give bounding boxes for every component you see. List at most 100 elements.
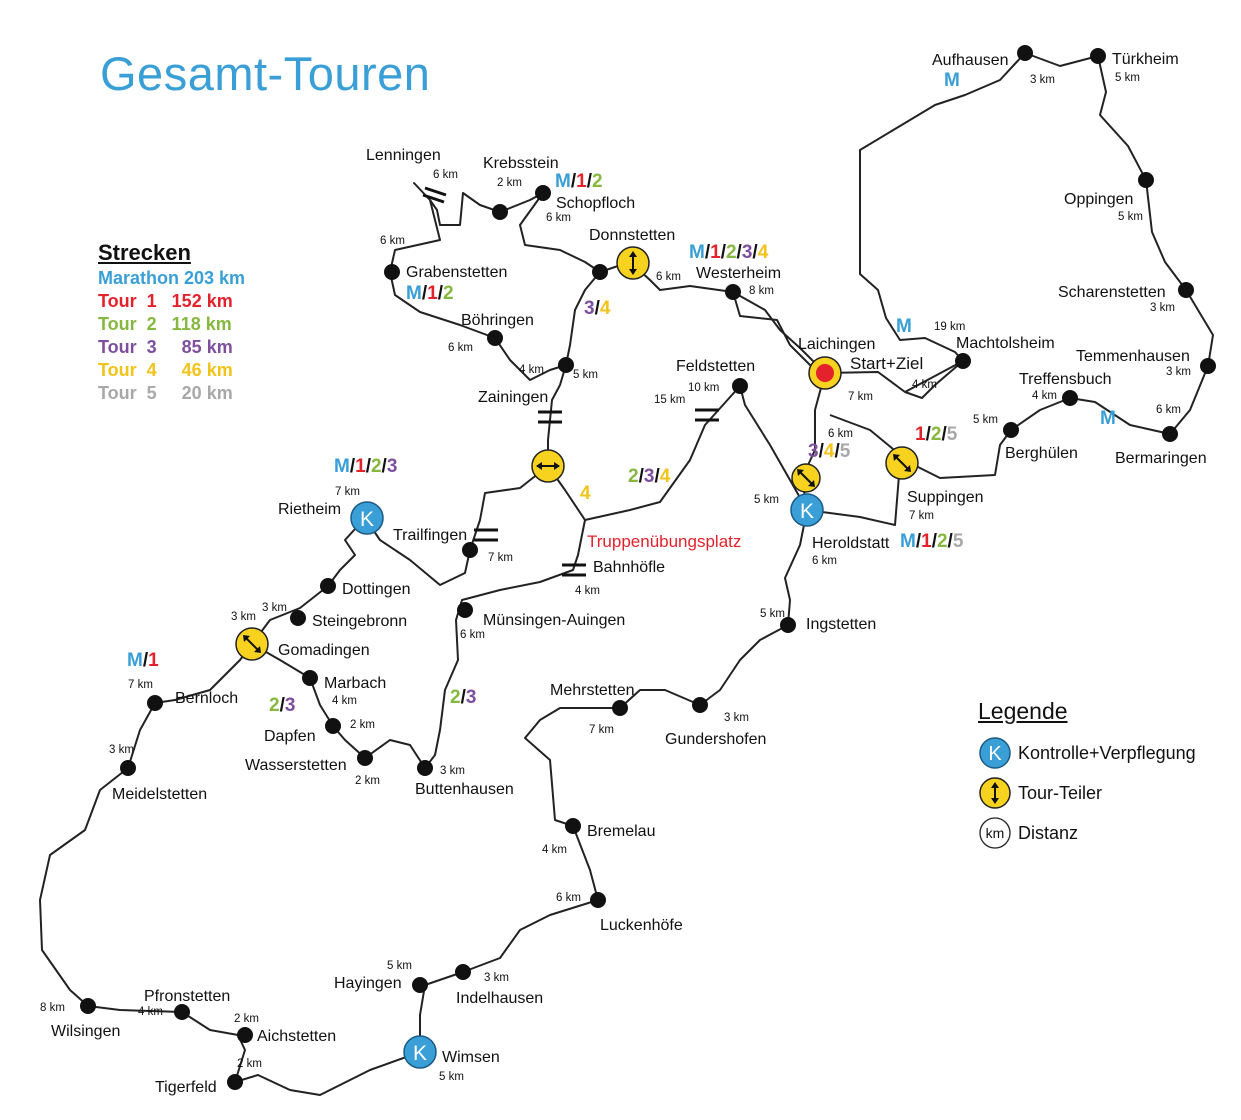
tour-marker-schopfloch: M/1/2 [555,171,603,192]
label-tigerfeld: Tigerfeld [155,1079,217,1096]
dot-meidelstetten [120,760,136,776]
label-laichingen: Laichingen [798,336,875,353]
k-marker-wimsen-letter: K [413,1042,427,1065]
dot-wasserstetten [357,750,373,766]
route-north-west [389,182,826,381]
dist-trailfingen: 7 km [488,552,513,564]
tour-marker-donnstetten-south: 3/4 [584,298,611,319]
dot-aufhausen [1017,45,1033,61]
dist-bernloch: 7 km [128,679,153,691]
label-bermaringen: Bermaringen [1115,450,1207,467]
legend-teiler: Tour-Teiler [978,773,1196,813]
dot-muensingen [457,602,473,618]
tour-teiler-icon [979,777,1011,809]
label-donnstetten: Donnstetten [589,227,675,244]
label-oppingen: Oppingen [1064,191,1133,208]
tour-marker-marbach: 2/3 [269,695,295,716]
dist-feldstetten-b: 15 km [654,394,685,406]
dist-westerheim: 8 km [749,285,774,297]
label-marbach: Marbach [324,675,386,692]
k-marker-heroldstatt-letter: K [800,500,814,523]
dot-feldstetten [732,378,748,394]
dot-berghuelen [1003,422,1019,438]
dist-feldstetten-a: 10 km [688,382,719,394]
label-westerheim: Westerheim [696,265,781,282]
rail-crossing-feldstetten [695,408,719,422]
label-bahnhoefle: Bahnhöfle [593,559,665,576]
label-mehrstetten: Mehrstetten [550,682,634,699]
tour-marker-westerheim: M/1/2/3/4 [689,242,769,263]
label-krebsstein: Krebsstein [483,155,559,172]
legend-distanz: km Distanz [978,813,1196,853]
dot-luckenhoefe [590,892,606,908]
k-marker-rietheim-letter: K [360,508,374,531]
dist-grabenstetten-north: 6 km [380,235,405,247]
k-marker-rietheim: K [350,501,384,535]
label-dapfen: Dapfen [264,728,316,745]
dot-oppingen [1138,172,1154,188]
dist-laichingen-south: 7 km [848,391,873,403]
label-dottingen: Dottingen [342,581,411,598]
dot-aichstetten [237,1027,253,1043]
label-tuerkheim: Türkheim [1112,51,1179,68]
label-feldstetten: Feldstetten [676,358,755,375]
label-bremelau: Bremelau [587,823,655,840]
label-rietheim: Rietheim [278,501,341,518]
dot-trailfingen [462,542,478,558]
rail-crossing-lenningen [422,186,447,204]
dist-muensingen: 6 km [460,629,485,641]
dist-steingebronn: 3 km [262,602,287,614]
dot-bremelau [565,818,581,834]
distanz-icon: km [979,817,1011,849]
label-ingstetten: Ingstetten [806,616,876,633]
dot-dapfen [325,718,341,734]
legend-kontrolle-label: Kontrolle+Verpflegung [1018,742,1196,763]
label-indelhausen: Indelhausen [456,990,543,1007]
distanz-icon-text: km [986,825,1005,841]
dot-krebsstein [492,204,508,220]
dist-bremelau: 4 km [542,844,567,856]
rail-crossing-bahnhoefle [562,563,586,577]
tour-marker-suppingen-north: 1/2/5 [915,424,958,445]
dist-meidelstetten: 3 km [109,744,134,756]
label-trailfingen: Trailfingen [393,527,467,544]
dist-bermaringen: 6 km [1156,404,1181,416]
dist-berghuelen-north: 5 km [973,414,998,426]
dist-boehringen: 6 km [448,342,473,354]
teiler-suppingen [885,446,919,480]
label-hayingen: Hayingen [334,975,402,992]
dist-oppingen: 5 km [1118,211,1143,223]
teiler-donnstetten [616,246,650,280]
dist-luckenhoefe: 6 km [556,892,581,904]
dist-heroldstatt-north: 6 km [828,428,853,440]
tour-marker-heroldstatt-north: 3/4/5 [808,441,851,462]
label-steingebronn: Steingebronn [312,613,407,630]
rail-crossings [422,186,719,577]
dot-indelhausen [455,964,471,980]
dist-dapfen: 2 km [350,719,375,731]
dot-bernloch [147,695,163,711]
label-temmenhausen: Temmenhausen [1076,348,1190,365]
tour-marker-bernloch: M/1 [127,650,159,671]
teiler-markers [235,246,919,661]
label-truppen: Truppenübungsplatz [587,532,741,551]
dot-bermaringen [1162,426,1178,442]
dist-machtolsheim: 4 km [912,379,937,391]
dist-heroldstatt-south: 6 km [812,555,837,567]
tour-marker-grabenstetten: M/1/2 [406,283,454,304]
tour-marker-rietheim: M/1/2/3 [334,456,397,477]
teiler-gomadingen [235,627,269,661]
dist-tigerfeld: 2 km [237,1058,262,1070]
label-heroldstatt: Heroldstatt [812,535,890,552]
place-labels: Aufhausen Türkheim Lenningen Krebsstein … [51,51,1207,1096]
k-marker-heroldstatt: K [790,493,824,527]
start-ziel-marker [808,356,842,390]
strecken-marathon: Marathon 203 km [98,268,246,288]
label-scharenstetten: Scharenstetten [1058,284,1166,301]
dist-zainingen-east: 5 km [573,369,598,381]
label-meidelstetten: Meidelstetten [112,786,207,803]
dist-donnstetten-westerheim: 6 km [656,271,681,283]
dot-scharenstetten [1178,282,1194,298]
label-suppingen: Suppingen [907,489,984,506]
